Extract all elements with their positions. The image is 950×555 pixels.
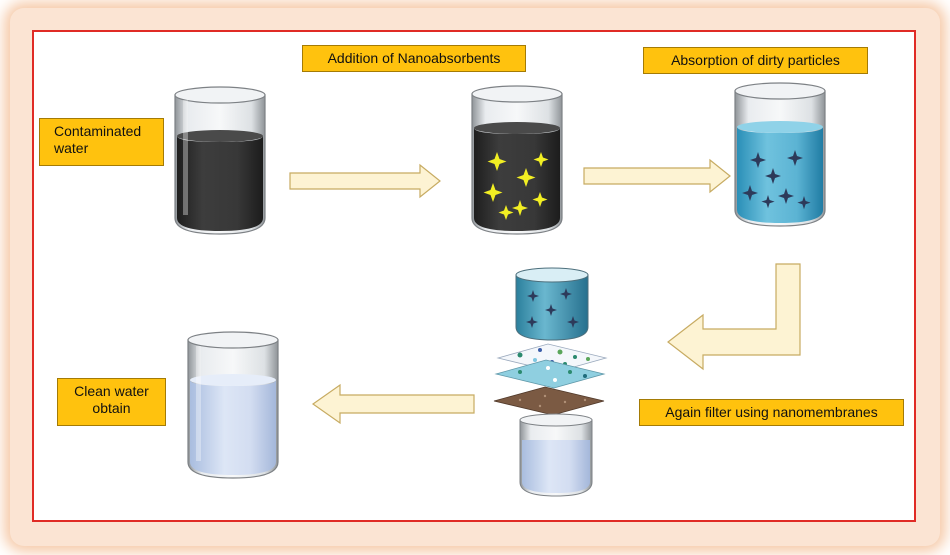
arrow-1: [289, 163, 441, 199]
beaker-icon-nanoabsorbent: [471, 85, 563, 235]
label-absorption-dirty-particles: Absorption of dirty particles: [643, 47, 868, 74]
arrow-4: [311, 383, 475, 425]
sparkle-icon: [483, 152, 549, 220]
arrow-2: [583, 158, 731, 194]
label-contaminated-water: Contaminated water: [39, 118, 164, 166]
beaker-icon-clean: [187, 331, 279, 479]
label-clean-water: Clean water obtain: [57, 378, 166, 426]
arrow-3: [667, 263, 801, 371]
flow-arrow-icon: [289, 158, 801, 425]
particle-icon: [742, 150, 811, 210]
membrane-stack-icon: [493, 267, 608, 497]
label-addition-nanoabsorbents: Addition of Nanoabsorbents: [302, 45, 526, 72]
beaker-icon-contaminated: [174, 86, 266, 235]
beaker-icon-absorption: [734, 82, 826, 227]
label-filter-nanomembranes: Again filter using nanomembranes: [639, 399, 904, 426]
